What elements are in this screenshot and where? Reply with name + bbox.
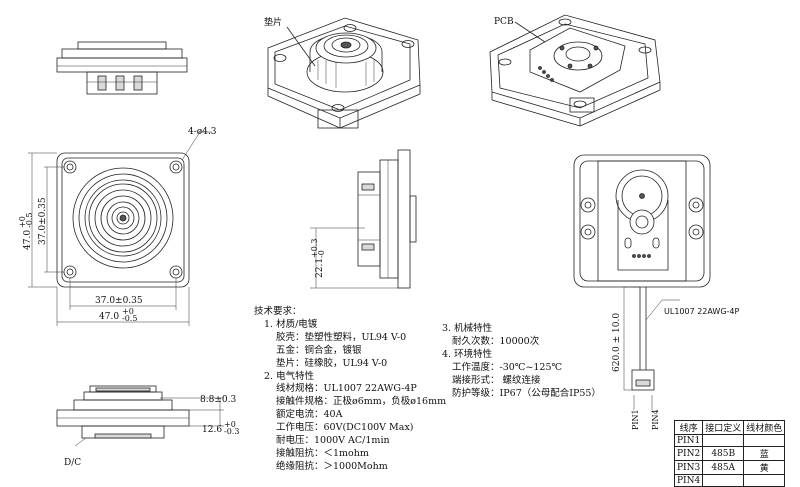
spec-current: 额定电流：40A xyxy=(276,409,343,421)
dim-8-8: 8.8±0.3 xyxy=(200,395,236,405)
pin-table-row: PIN1 xyxy=(673,434,786,447)
dim-47-horizontal-tol-up: +0 xyxy=(122,307,134,316)
pin-table: 线序 接口定义 线材颜色 PIN1 PIN2 485B 蓝 PIN3 485A … xyxy=(673,420,786,487)
interface-cell: 485B xyxy=(702,446,745,461)
isometric-pcb-view xyxy=(489,14,661,127)
dim-47-vertical: 47.0 xyxy=(23,230,33,250)
dim-620: 620.0 ± 10.0 xyxy=(612,313,622,372)
spec-wire: 线材规格：UL1007 22AWG-4P xyxy=(276,383,417,395)
technical-requirements: 技术要求： 1. 材质/电镀 胶壳：垫塑性塑料，UL94 V-0 五金：铜合金，… xyxy=(254,306,464,474)
header-interface: 接口定义 xyxy=(702,420,745,435)
spec-withstand: 耐电压：1000V AC/1min xyxy=(276,435,390,447)
spec-section-4: 4. 环境特性 xyxy=(442,348,493,360)
pin-cell: PIN4 xyxy=(673,474,704,487)
interface-cell xyxy=(702,434,745,447)
spec-durability: 耐久次数：10000次 xyxy=(452,335,540,347)
spec-voltage: 工作电压：60V(DC100V Max) xyxy=(276,422,414,434)
pin-table-row: PIN3 485A 黄 xyxy=(673,460,786,475)
side-section-view xyxy=(310,149,417,289)
dim-12-6-tol-up: +0 xyxy=(224,420,236,429)
pcb-label: PCB xyxy=(494,17,514,27)
dim-47-vertical-tol-up: +0 xyxy=(18,216,27,228)
dim-22-1: 22.1 xyxy=(315,258,325,278)
header-wire-color: 线材颜色 xyxy=(743,420,786,435)
interface-cell xyxy=(702,474,745,487)
pin-cell: PIN1 xyxy=(673,434,704,447)
front-elevation-view xyxy=(56,41,188,95)
spec-metal: 五金：铜合金，镀银 xyxy=(276,344,362,356)
header-wire-order: 线序 xyxy=(673,420,704,435)
cable-label: UL1007 22AWG-4P xyxy=(664,307,740,316)
dim-12-6-tol-down: -0.3 xyxy=(224,427,239,436)
isometric-washer-view xyxy=(267,17,421,129)
spec-insulation: 绝缘阻抗：＞1000Mohm xyxy=(276,460,388,472)
pin1-label: PIN1 xyxy=(631,409,640,430)
pin4-label: PIN4 xyxy=(651,409,660,430)
spec-temperature: 工作温度：-30℃~125℃ xyxy=(452,361,563,373)
technical-requirements-2: 3. 机械特性 耐久次数：10000次 4. 环境特性 工作温度：-30℃~12… xyxy=(442,323,622,400)
pin-cell: PIN2 xyxy=(673,446,704,461)
spec-washer: 垫片：硅橡胶，UL94 V-0 xyxy=(276,357,388,369)
dim-22-1-tol-down: -0 xyxy=(317,250,326,258)
spec-title: 技术要求： xyxy=(254,306,302,317)
pin-table-row: PIN2 485B 蓝 xyxy=(673,446,786,461)
side-elevation-view xyxy=(56,385,224,447)
interface-cell: 485A xyxy=(702,460,745,475)
spec-termination: 端接形式： 螺纹连接 xyxy=(452,374,541,386)
spec-contacts: 接触件规格：正极ø6mm，负极ø16mm xyxy=(276,396,447,408)
dc-label: D/C xyxy=(64,458,81,468)
dim-37-vertical: 37.0±0.35 xyxy=(38,197,48,245)
color-cell xyxy=(743,474,786,487)
dim-47-horizontal: 47.0 xyxy=(99,312,119,322)
washer-label: 垫片 xyxy=(264,16,282,28)
pin-table-row: PIN4 xyxy=(673,474,786,487)
dim-47-vertical-tol-down: -0.5 xyxy=(25,213,34,228)
color-cell: 黄 xyxy=(743,460,786,475)
color-cell xyxy=(743,434,786,447)
spec-section-3: 3. 机械特性 xyxy=(442,323,493,334)
spec-contact-resistance: 接触阻抗：＜1mohm xyxy=(276,447,369,459)
spec-housing: 胶壳：垫塑性塑料，UL94 V-0 xyxy=(276,331,407,343)
back-view-with-cable xyxy=(573,154,711,410)
spec-section-2: 2. 电气特性 xyxy=(264,370,315,382)
dim-47-horizontal-tol-down: -0.5 xyxy=(122,314,137,323)
dim-37-horizontal: 37.0±0.35 xyxy=(95,296,143,306)
dim-12-6: 12.6 xyxy=(202,425,222,435)
top-plan-view xyxy=(28,131,212,326)
color-cell: 蓝 xyxy=(743,446,786,461)
spec-protection: 防护等级：IP67（公母配合IP55） xyxy=(452,387,601,399)
pin-cell: PIN3 xyxy=(673,460,704,475)
spec-section-1: 1. 材质/电镀 xyxy=(264,318,318,330)
holes-label: 4-ø4.3 xyxy=(188,127,217,137)
pin-table-header: 线序 接口定义 线材颜色 xyxy=(673,420,786,435)
dim-22-1-tol-up: +0.3 xyxy=(310,239,319,258)
